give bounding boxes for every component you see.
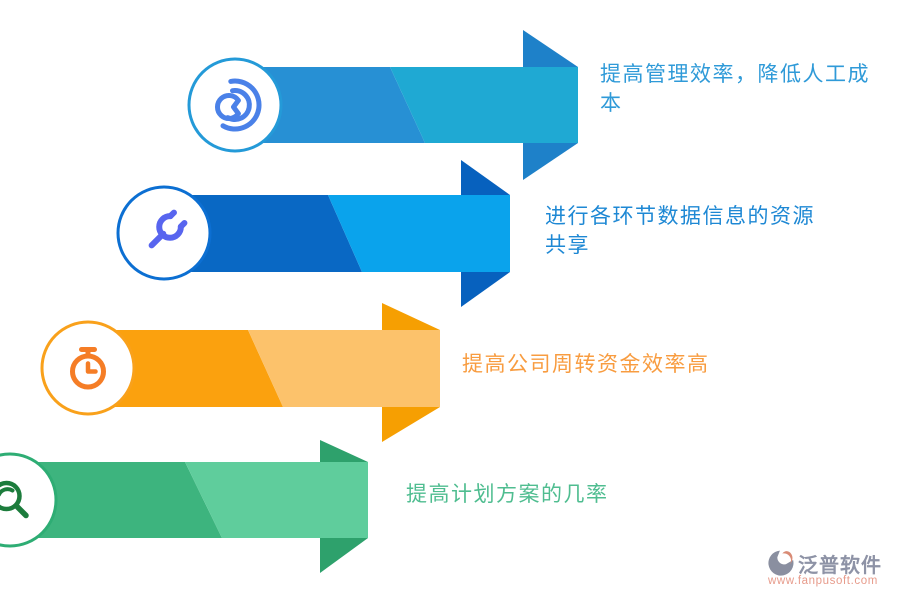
fanpusoft-logo: 泛普软件 www.fanpusoft.com xyxy=(760,546,900,594)
arrow-label-1: 提高管理效率，降低人工成本 xyxy=(600,62,870,115)
pie-chart-icon xyxy=(215,78,262,132)
stopwatch-icon xyxy=(70,347,106,390)
arrow-banner-1 xyxy=(187,30,578,180)
arrow-label-2: 进行各环节数据信息的资源共享 xyxy=(545,204,815,257)
band-left-segment xyxy=(164,195,362,272)
magnifier-icon xyxy=(0,480,29,519)
wrench-icon xyxy=(148,209,188,249)
arrow-banner-3 xyxy=(40,303,440,442)
logo-url: www.fanpusoft.com xyxy=(768,575,878,587)
arrow-label-3: 提高公司周转资金效率高 xyxy=(462,352,710,376)
band-right-segment xyxy=(328,195,510,272)
logo-name: 泛普软件 xyxy=(798,555,882,577)
band-left-segment xyxy=(0,462,222,538)
fanpusoft-logo-icon xyxy=(768,550,794,576)
icon-circle xyxy=(0,452,58,548)
band-right-segment xyxy=(390,67,578,143)
band-left-segment xyxy=(88,330,283,407)
band-right-segment xyxy=(248,330,440,407)
arrow-label-4: 提高计划方案的几率 xyxy=(406,482,609,506)
band-left-segment xyxy=(235,67,425,143)
arrow-banner-4 xyxy=(0,440,368,573)
band-right-segment xyxy=(185,462,368,538)
arrow-banner-2 xyxy=(116,160,510,307)
